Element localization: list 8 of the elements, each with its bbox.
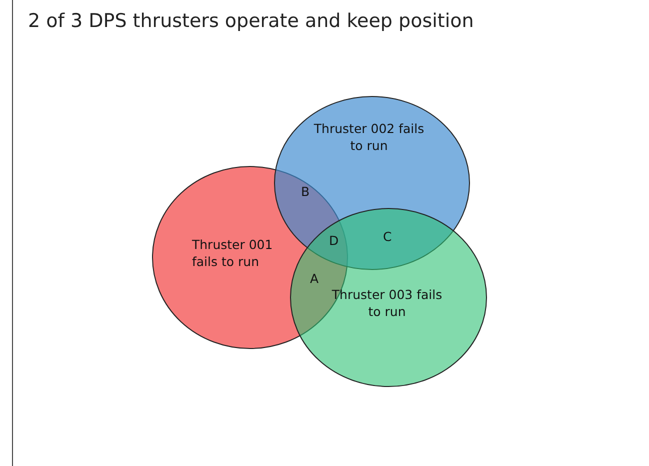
diagram-title: 2 of 3 DPS thrusters operate and keep position xyxy=(28,10,474,32)
region-label: C xyxy=(383,229,392,244)
circle-label: Thruster 001 fails to run xyxy=(192,236,274,270)
circle-label: Thruster 003 fails to run xyxy=(330,286,444,320)
region-label: B xyxy=(301,184,310,199)
region-label: D xyxy=(329,233,339,248)
circle-label: Thruster 002 fails to run xyxy=(312,120,426,154)
region-label: A xyxy=(310,271,319,286)
